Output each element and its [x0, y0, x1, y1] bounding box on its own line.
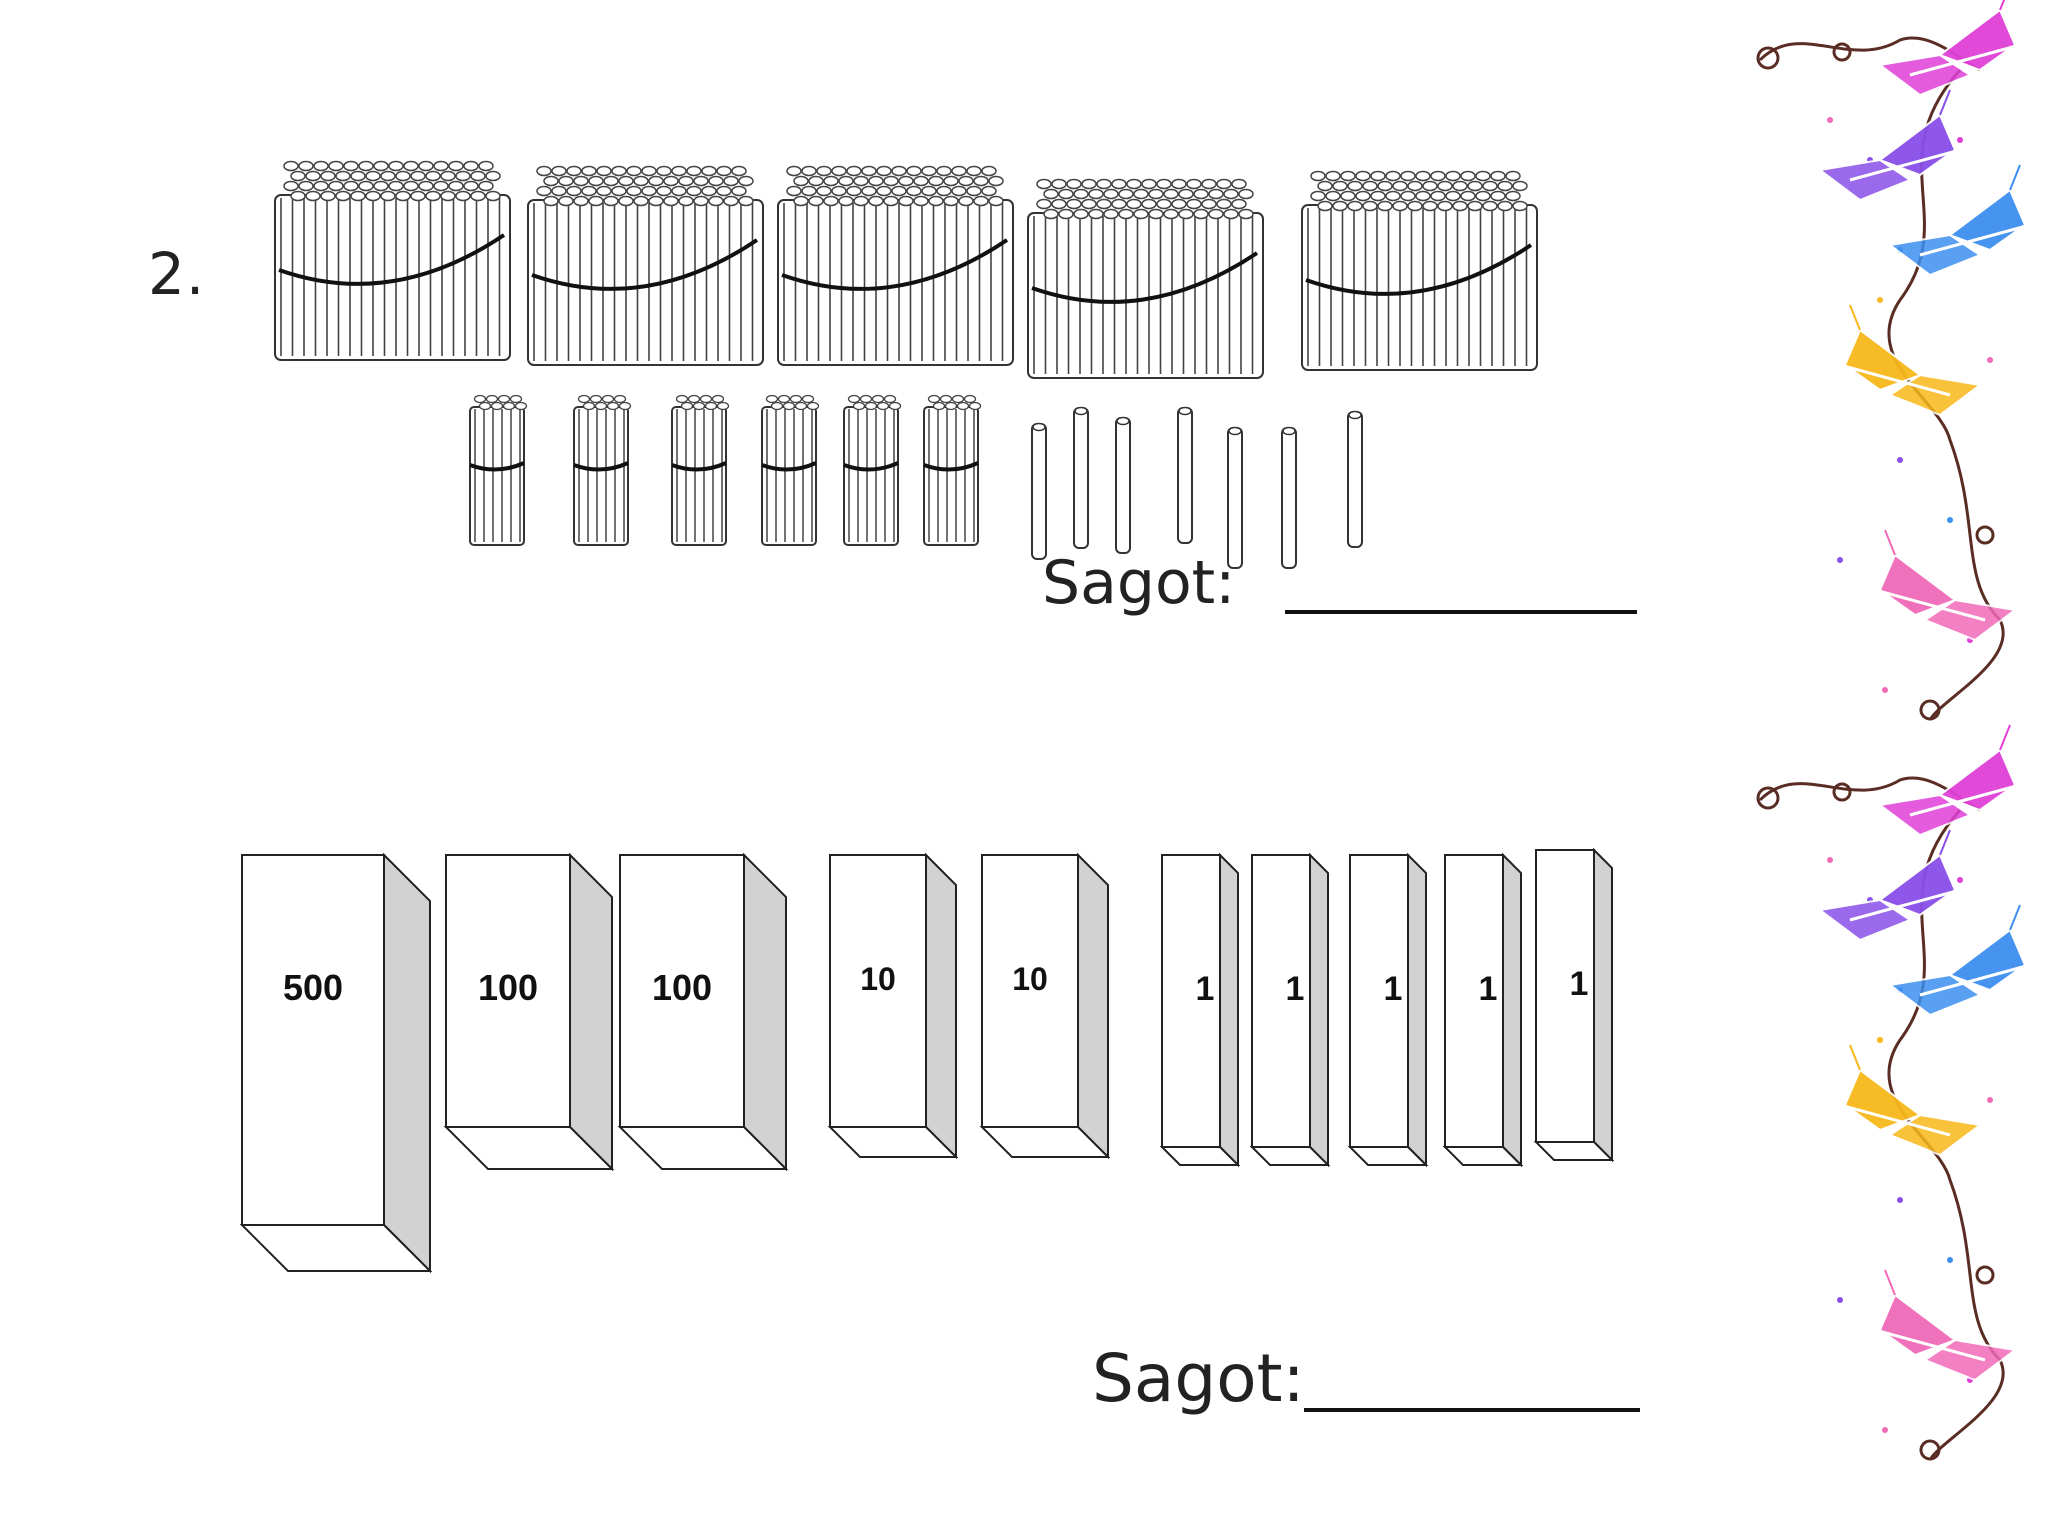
place-value-block: 1 — [1533, 847, 1615, 1163]
answer-label-1: Sagot: — [1042, 548, 1236, 618]
block-value-label: 1 — [1196, 970, 1215, 1008]
answer-label-2: Sagot: — [1092, 1340, 1305, 1417]
butterfly-icon — [1817, 829, 1961, 942]
butterfly-icon — [1887, 904, 2031, 1017]
tens-bundle — [469, 394, 528, 546]
block-value-label: 100 — [478, 967, 538, 1008]
sparkle-icon — [1897, 457, 1903, 463]
single-stick — [1347, 410, 1363, 548]
block-value-label: 500 — [283, 967, 343, 1008]
place-value-block: 1 — [1249, 852, 1331, 1168]
butterfly-icon — [1877, 0, 2021, 97]
sparkle-icon — [1877, 297, 1883, 303]
tens-bundle — [843, 394, 902, 546]
item-number: 2. — [148, 240, 206, 308]
tens-bundle — [573, 394, 632, 546]
place-value-block: 10 — [979, 852, 1111, 1160]
answer-blank-1[interactable] — [1285, 610, 1637, 614]
hundreds-bundle — [1027, 178, 1264, 379]
place-value-block: 500 — [239, 852, 433, 1274]
place-value-block: 10 — [827, 852, 959, 1160]
tens-bundle — [761, 394, 820, 546]
answer-blank-2[interactable] — [1304, 1408, 1640, 1412]
block-value-label: 10 — [860, 961, 896, 997]
place-value-block: 1 — [1159, 852, 1241, 1168]
place-value-block: 1 — [1442, 852, 1524, 1168]
single-stick — [1177, 406, 1193, 544]
place-value-block: 1 — [1347, 852, 1429, 1168]
butterfly-icon — [1839, 304, 1983, 417]
tens-bundle — [923, 394, 982, 546]
sparkle-icon — [1882, 1427, 1888, 1433]
butterfly-icon — [1839, 1044, 1983, 1157]
sparkle-icon — [1837, 557, 1843, 563]
block-value-label: 1 — [1384, 970, 1403, 1008]
sparkle-icon — [1897, 1197, 1903, 1203]
butterfly-icon — [1874, 1269, 2018, 1382]
vine-icon — [1756, 36, 2005, 721]
butterfly-icon — [1887, 164, 2031, 277]
sparkle-icon — [1827, 857, 1833, 863]
sparkle-icon — [1987, 357, 1993, 363]
sparkle-icon — [1987, 1097, 1993, 1103]
block-value-label: 10 — [1012, 961, 1048, 997]
hundreds-bundle — [777, 165, 1014, 366]
single-stick — [1073, 406, 1089, 549]
sparkle-icon — [1957, 137, 1963, 143]
sparkle-icon — [1827, 117, 1833, 123]
sparkle-icon — [1957, 877, 1963, 883]
single-stick — [1031, 422, 1047, 560]
block-value-label: 1 — [1479, 970, 1498, 1008]
single-stick — [1115, 416, 1131, 554]
hundreds-bundle — [527, 165, 764, 366]
sparkle-icon — [1882, 687, 1888, 693]
place-value-block: 100 — [617, 852, 789, 1172]
hundreds-bundle — [274, 160, 511, 361]
single-stick — [1281, 426, 1297, 569]
tens-bundle — [671, 394, 730, 546]
block-value-label: 1 — [1570, 965, 1589, 1003]
sparkle-icon — [1947, 1257, 1953, 1263]
sparkle-icon — [1837, 1297, 1843, 1303]
block-value-label: 100 — [652, 967, 712, 1008]
sparkle-icon — [1877, 1037, 1883, 1043]
butterfly-icon — [1817, 89, 1961, 202]
place-value-block: 100 — [443, 852, 615, 1172]
sparkle-icon — [1947, 517, 1953, 523]
block-value-label: 1 — [1286, 970, 1305, 1008]
butterfly-icon — [1877, 724, 2021, 837]
butterfly-icon — [1874, 529, 2018, 642]
hundreds-bundle — [1301, 170, 1538, 371]
single-stick — [1227, 426, 1243, 569]
